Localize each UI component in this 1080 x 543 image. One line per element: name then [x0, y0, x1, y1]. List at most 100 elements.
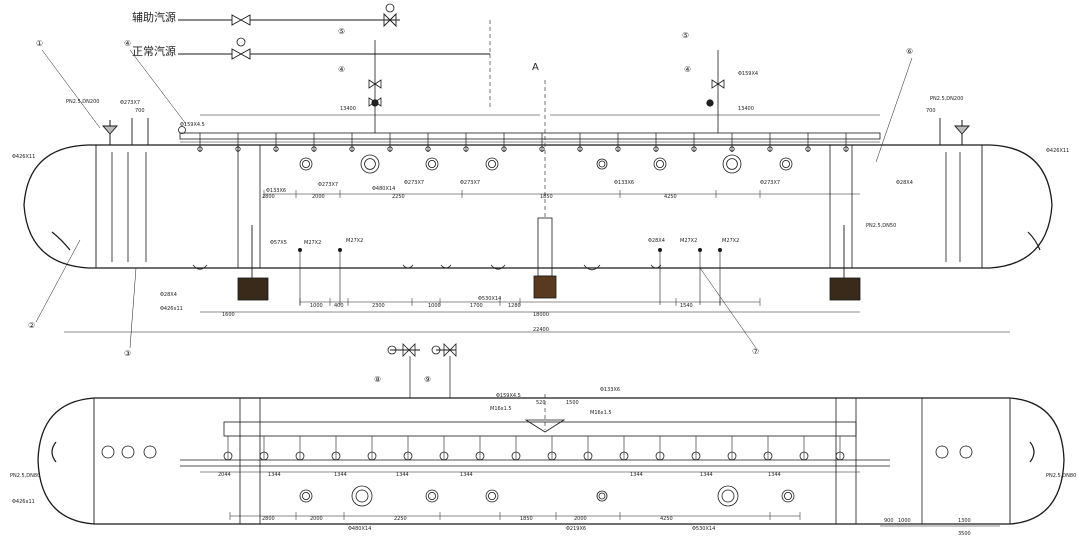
plan-dim-1000: 1000	[898, 518, 911, 524]
elevation-nozzle-1	[360, 154, 380, 174]
plan-branch-ring-6	[439, 451, 449, 461]
header-branch-node-15	[767, 146, 773, 152]
dim-18000: 18000	[533, 312, 549, 318]
callout-6: ⑥	[906, 47, 913, 56]
drawing-geometry	[23, 3, 1065, 527]
elevation-nozzle-inner-1	[364, 158, 376, 170]
dim-1000-b: 1000	[428, 303, 441, 309]
plan-nozzle-0	[299, 489, 313, 503]
plan-dim-520: 520	[536, 400, 546, 406]
annot-phi426-left: Φ426X11	[12, 154, 35, 160]
dim-700-left: 700	[135, 108, 145, 114]
section-a-label: A	[532, 62, 539, 73]
plan-dim-900: 900	[884, 518, 894, 524]
header-branch-node-5	[387, 146, 393, 152]
plan-nozzle-3	[485, 489, 499, 503]
plan-dim-1344-g: 1344	[768, 472, 781, 478]
aux-steam-label: 辅助汽源	[132, 10, 176, 24]
header-branch-node-16	[805, 146, 811, 152]
annot-phi219: Φ219X6	[566, 526, 586, 532]
normal-steam-actuator	[236, 37, 246, 47]
header-branch-node-1	[235, 146, 241, 152]
instrument-dot-4	[718, 247, 723, 252]
pedestal-right	[829, 277, 861, 301]
callout-4-left-a: ④	[124, 39, 131, 48]
valve-8-actuator	[387, 345, 397, 355]
dim-1000: 1000	[310, 303, 323, 309]
header-branch-node-10	[577, 146, 583, 152]
plan-branch-ring-9	[547, 451, 557, 461]
aux-valve-left	[178, 126, 186, 134]
plan-branch-ring-16	[799, 451, 809, 461]
plan-dim-1344-f: 1344	[700, 472, 713, 478]
plan-dim-2000-b: 2000	[574, 516, 587, 522]
callout-8: ⑧	[374, 375, 381, 384]
plan-left-head-nozzle	[51, 441, 57, 463]
instrument-dot-2	[658, 247, 663, 252]
elevation-nozzle-4	[596, 158, 608, 170]
plan-header-pipe	[223, 421, 857, 437]
elevation-nozzle-6	[722, 154, 742, 174]
annot-phi480-plan: Φ480X14	[348, 526, 371, 532]
elevation-header-pipe	[179, 132, 881, 140]
callout-4-right: ④	[684, 65, 691, 74]
elevation-nozzle-0	[299, 157, 313, 171]
annot-safety-valve-pn-right: PN2.5,DN200	[930, 96, 963, 102]
plan-branch-ring-3	[331, 451, 341, 461]
plan-vessel-shell	[37, 397, 1065, 525]
annot-phi530-plan: Φ530X14	[692, 526, 715, 532]
elevation-nozzle-5	[653, 157, 667, 171]
plan-nozzle-inner-6	[784, 491, 793, 500]
annot-phi273-a: Φ273X7	[318, 182, 338, 188]
callout-7: ⑦	[752, 347, 759, 356]
plan-branch-ring-2	[295, 451, 305, 461]
plan-nozzle-inner-4	[598, 492, 606, 500]
header-branch-node-11	[615, 146, 621, 152]
plan-branch-ring-11	[619, 451, 629, 461]
elevation-nozzle-inner-2	[427, 159, 436, 168]
plan-right-head-nozzle	[1029, 441, 1035, 463]
header-branch-node-17	[843, 146, 849, 152]
annot-phi426-bl: Φ426x11	[160, 306, 183, 312]
plan-dim-2000: 2000	[310, 516, 323, 522]
plan-branch-ring-15	[763, 451, 773, 461]
elevation-nozzle-3	[485, 157, 499, 171]
plan-manhole-left-a	[101, 445, 115, 459]
elevation-bottom-nozzle-2	[440, 264, 452, 269]
plan-branch-ring-13	[691, 451, 701, 461]
elevation-nozzle-inner-3	[487, 159, 496, 168]
plan-branch-ring-14	[727, 451, 737, 461]
header-branch-node-0	[197, 146, 203, 152]
callout-5-left: ⑤	[338, 27, 345, 36]
annot-phi133-plan: Φ133X6	[600, 387, 620, 393]
plan-dim-1500: 1500	[566, 400, 579, 406]
header-branch-node-14	[729, 146, 735, 152]
plan-branch-ring-5	[403, 451, 413, 461]
header-branch-node-8	[501, 146, 507, 152]
safety-valve-left-body	[102, 125, 118, 135]
callout-5-right: ⑤	[682, 31, 689, 40]
plan-nozzle-inner-0	[301, 491, 310, 500]
elevation-nozzle-inner-7	[782, 159, 791, 168]
annot-pn-dn80-left: PN2.5,DN80	[10, 473, 40, 479]
aux-steam-actuator	[385, 3, 395, 13]
leader-1	[41, 49, 101, 129]
normal-steam-label: 正常汽源	[132, 44, 176, 58]
plan-branch-ring-7	[475, 451, 485, 461]
dim-13400-left: 13400	[340, 106, 356, 112]
annot-m27-a: M27X2	[304, 240, 321, 246]
elevation-bottom-nozzle-4	[583, 264, 601, 271]
annot-phi133-b: Φ133X6	[614, 180, 634, 186]
annot-phi426-right: Φ426X11	[1046, 148, 1069, 154]
annot-m16: M16x1.5	[490, 406, 512, 412]
annot-phi530: Φ530X14	[478, 296, 501, 302]
dim-22400: 22400	[533, 327, 549, 333]
annot-phi426-plan-left: Φ426x11	[12, 499, 35, 505]
elevation-bottom-nozzle-3	[490, 264, 506, 270]
plan-nozzle-5	[717, 485, 739, 507]
elevation-nozzle-7	[779, 157, 793, 171]
safety-valve-right-body	[954, 125, 970, 135]
leader-2	[35, 239, 81, 323]
dim-2000-a: 2000	[312, 194, 325, 200]
elevation-nozzle-inner-6	[726, 158, 738, 170]
